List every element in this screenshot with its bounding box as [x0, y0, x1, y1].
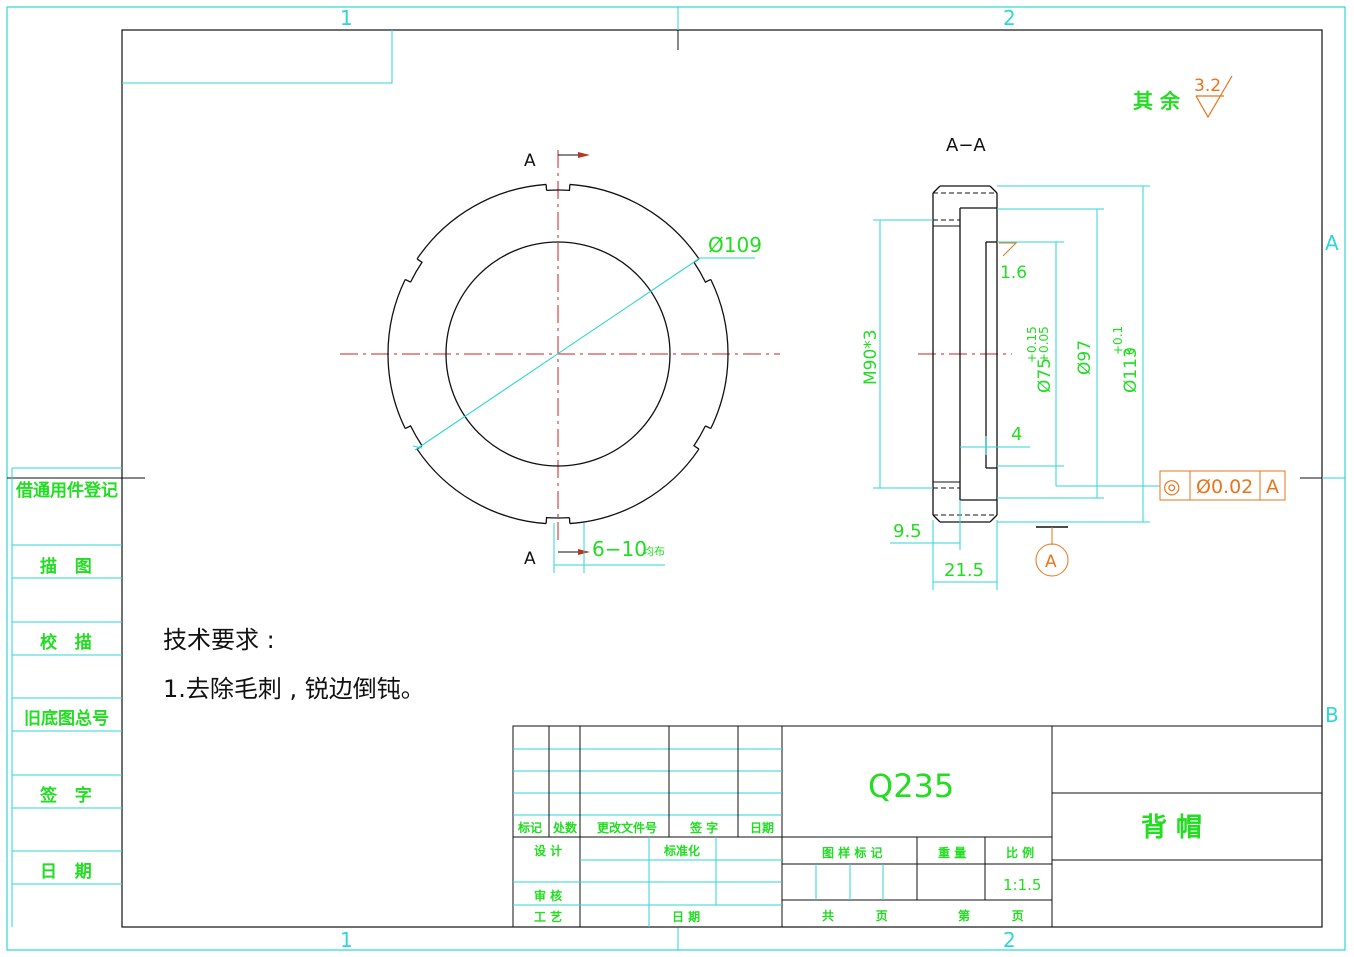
section-view-title: A−A — [946, 135, 986, 156]
roughness-others-value: 3.2 — [1194, 76, 1221, 96]
strip-label-checking: 校 描 — [40, 632, 92, 653]
label-total-pages: 共 页 — [822, 908, 888, 923]
roughness-symbol-icon — [1195, 75, 1233, 119]
front-view — [340, 150, 780, 573]
section-view — [873, 185, 1160, 590]
tech-req-item-1: 1.去除毛刺 , 锐边倒钝。 — [163, 675, 425, 703]
dim-length-21-5: 21.5 — [944, 560, 984, 581]
tolerance-datum: A — [1266, 476, 1279, 498]
dim-bore-75: Ø75 — [1035, 358, 1055, 393]
left-strip — [11, 467, 122, 927]
zone-label-bottom-1: 1 — [340, 928, 353, 952]
section-marker-top: A — [524, 151, 536, 171]
strip-label-old-drawing-no: 旧底图总号 — [24, 708, 109, 729]
label-scale: 比 例 — [1006, 845, 1034, 860]
zone-label-right-a: A — [1325, 231, 1339, 255]
dim-outer-113-tol-upper: +0.1 — [1111, 326, 1125, 355]
label-process: 工 艺 — [534, 909, 562, 924]
dim-slot-count-width: 6−10 — [592, 537, 647, 561]
material-label: Q235 — [868, 767, 954, 805]
rev-header-count: 处数 — [552, 820, 578, 835]
zone-label-top-2: 2 — [1003, 6, 1016, 30]
rev-header-date: 日期 — [750, 820, 774, 835]
rev-header-change-doc: 更改文件号 — [597, 820, 657, 835]
rev-header-signature: 签 字 — [689, 820, 718, 835]
label-review: 审 核 — [534, 888, 562, 903]
dim-length-9-5: 9.5 — [893, 521, 922, 542]
label-design: 设 计 — [534, 843, 562, 858]
dim-outer-diameter-109: Ø109 — [708, 233, 762, 257]
label-sheet-number: 第 页 — [958, 908, 1024, 923]
label-date: 日 期 — [672, 909, 700, 924]
zone-label-bottom-2: 2 — [1003, 928, 1016, 952]
concentricity-icon: ◎ — [1163, 474, 1180, 498]
dim-groove-width-4: 4 — [1011, 424, 1022, 445]
label-drawing-mark: 图 样 标 记 — [822, 845, 883, 860]
dim-outer-113-tol-lower: 0 — [1123, 347, 1137, 355]
strip-label-signature: 签 字 — [39, 785, 92, 806]
roughness-face-value: 1.6 — [1000, 263, 1027, 283]
scale-value: 1:1.5 — [1003, 876, 1041, 894]
strip-label-date: 日 期 — [40, 862, 92, 882]
dim-dia-97: Ø97 — [1075, 340, 1095, 375]
label-standardization: 标准化 — [663, 843, 700, 858]
roughness-others-label: 其 余 — [1133, 89, 1181, 113]
section-marker-bottom: A — [524, 549, 536, 569]
tolerance-frame — [1159, 470, 1286, 501]
title-block — [512, 725, 1323, 928]
strip-label-borrowed-parts: 借通用件登记 — [15, 480, 118, 501]
dim-slot-evenly-spaced: 均布 — [643, 545, 665, 558]
tolerance-value: Ø0.02 — [1196, 476, 1253, 498]
rev-header-mark: 标记 — [517, 820, 542, 835]
dim-bore-75-group: Ø75 +0.15 +0.05 — [1025, 326, 1055, 393]
dim-bore-75-tol-upper: +0.15 — [1025, 326, 1039, 363]
datum-marker-a: A — [1045, 552, 1057, 572]
dim-thread-m90: M90*3 — [861, 329, 881, 385]
dim-outer-113: Ø113 — [1121, 347, 1141, 393]
strip-label-tracing: 描 图 — [40, 556, 92, 577]
dim-outer-113-group: Ø113 +0.1 0 — [1111, 326, 1141, 393]
part-name: 背 帽 — [1141, 813, 1202, 843]
zone-label-right-b: B — [1325, 703, 1339, 727]
dim-bore-75-tol-lower: +0.05 — [1037, 326, 1051, 363]
label-weight: 重 量 — [938, 845, 966, 860]
tech-req-title: 技术要求 : — [163, 626, 275, 654]
zone-label-top-1: 1 — [340, 6, 353, 30]
sheet-border — [6, 6, 1346, 951]
